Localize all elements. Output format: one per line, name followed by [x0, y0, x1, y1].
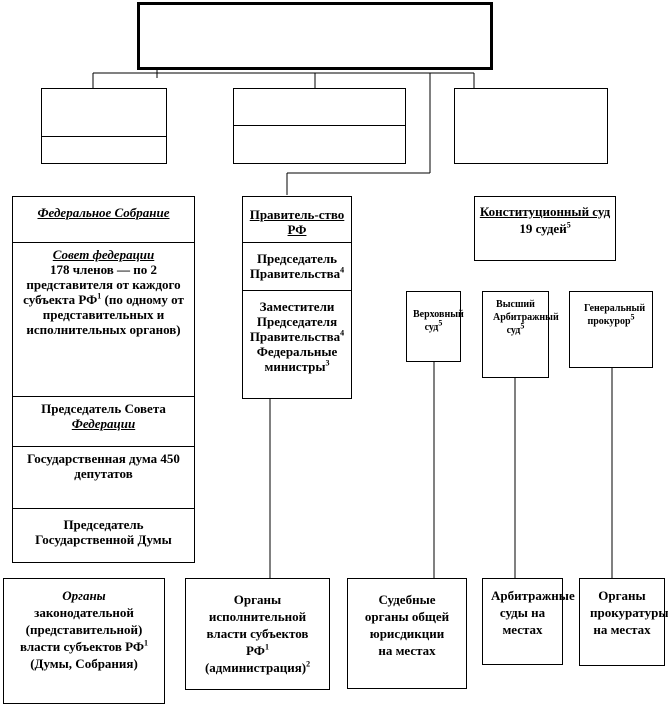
federation-council-section: Совет федерации 178 членов — по 2 предст… — [13, 243, 194, 397]
regional-legislative-tail: (Думы, Собрания) — [30, 656, 138, 671]
top-box — [137, 2, 493, 70]
constitutional-court-judges: 19 судей5 — [519, 220, 571, 236]
regional-executive-text: Органы исполнительной власти субъектов Р… — [206, 592, 309, 658]
federal-assembly-box: Федеральное Собрание Совет федерации 178… — [12, 196, 195, 563]
regional-executive-tail: (администрация)2 — [204, 659, 311, 675]
federal-assembly-title: Федеральное Собрание — [13, 197, 194, 243]
blank-box-middle-divider — [234, 125, 405, 126]
prosecutor-box: Генеральный прокурор5 — [569, 291, 653, 368]
arbitration-court-box: Высший Арбитражный суд5 — [482, 291, 559, 378]
blank-box-left-divider — [42, 136, 166, 137]
supreme-court-box: Верховный суд5 — [406, 291, 464, 362]
local-prosecution-box: Органы прокуратуры на местах — [579, 578, 668, 666]
government-deputies-ministers: Заместители Председателя Правительства4 … — [249, 299, 345, 374]
local-arbitration-box: Арбитражные суды на местах — [482, 578, 575, 665]
state-duma-chair: Председатель Государственной Думы — [35, 517, 172, 547]
local-courts-box: Судебные органы общей юрисдикции на мест… — [347, 578, 467, 689]
federation-council-chair: Председатель Совета Федерации — [13, 397, 194, 447]
government-title: Правитель-ство РФ — [243, 197, 351, 243]
blank-box-left — [41, 88, 167, 164]
arbitration-court-label: Высший Арбитражный суд — [493, 299, 559, 336]
regional-legislative-box: Органы законодательной (представительной… — [3, 578, 165, 704]
federation-council-members: 178 членов — по 2 представителя от каждо… — [23, 262, 184, 337]
government-chair: Председатель Правительства4 — [243, 243, 351, 291]
supreme-court-label: Верховный суд — [413, 309, 464, 333]
local-arbitration-label: Арбитражные суды на местах — [491, 588, 575, 637]
state-duma: Государственная дума 450 депутатов — [13, 447, 194, 509]
blank-box-right — [454, 88, 608, 164]
federation-council-title: Совет федерации — [52, 247, 155, 262]
regional-executive-box: Органы исполнительной власти субъектов Р… — [185, 578, 330, 690]
government-box: Правитель-ство РФ Председатель Правитель… — [242, 196, 352, 399]
prosecutor-label: Генеральный прокурор — [584, 303, 646, 327]
local-courts-label: Судебные органы общей юрисдикции на мест… — [364, 592, 450, 658]
constitutional-court-box: Конституционный суд 19 судей5 — [474, 196, 616, 261]
constitutional-court-title: Конституционный суд — [479, 204, 611, 219]
regional-legislative-italic: Органы — [62, 588, 106, 603]
local-prosecution-label: Органы прокуратуры на местах — [590, 588, 668, 637]
blank-box-middle — [233, 88, 406, 164]
regional-legislative-text: законодательной (представительной) власт… — [19, 605, 145, 654]
